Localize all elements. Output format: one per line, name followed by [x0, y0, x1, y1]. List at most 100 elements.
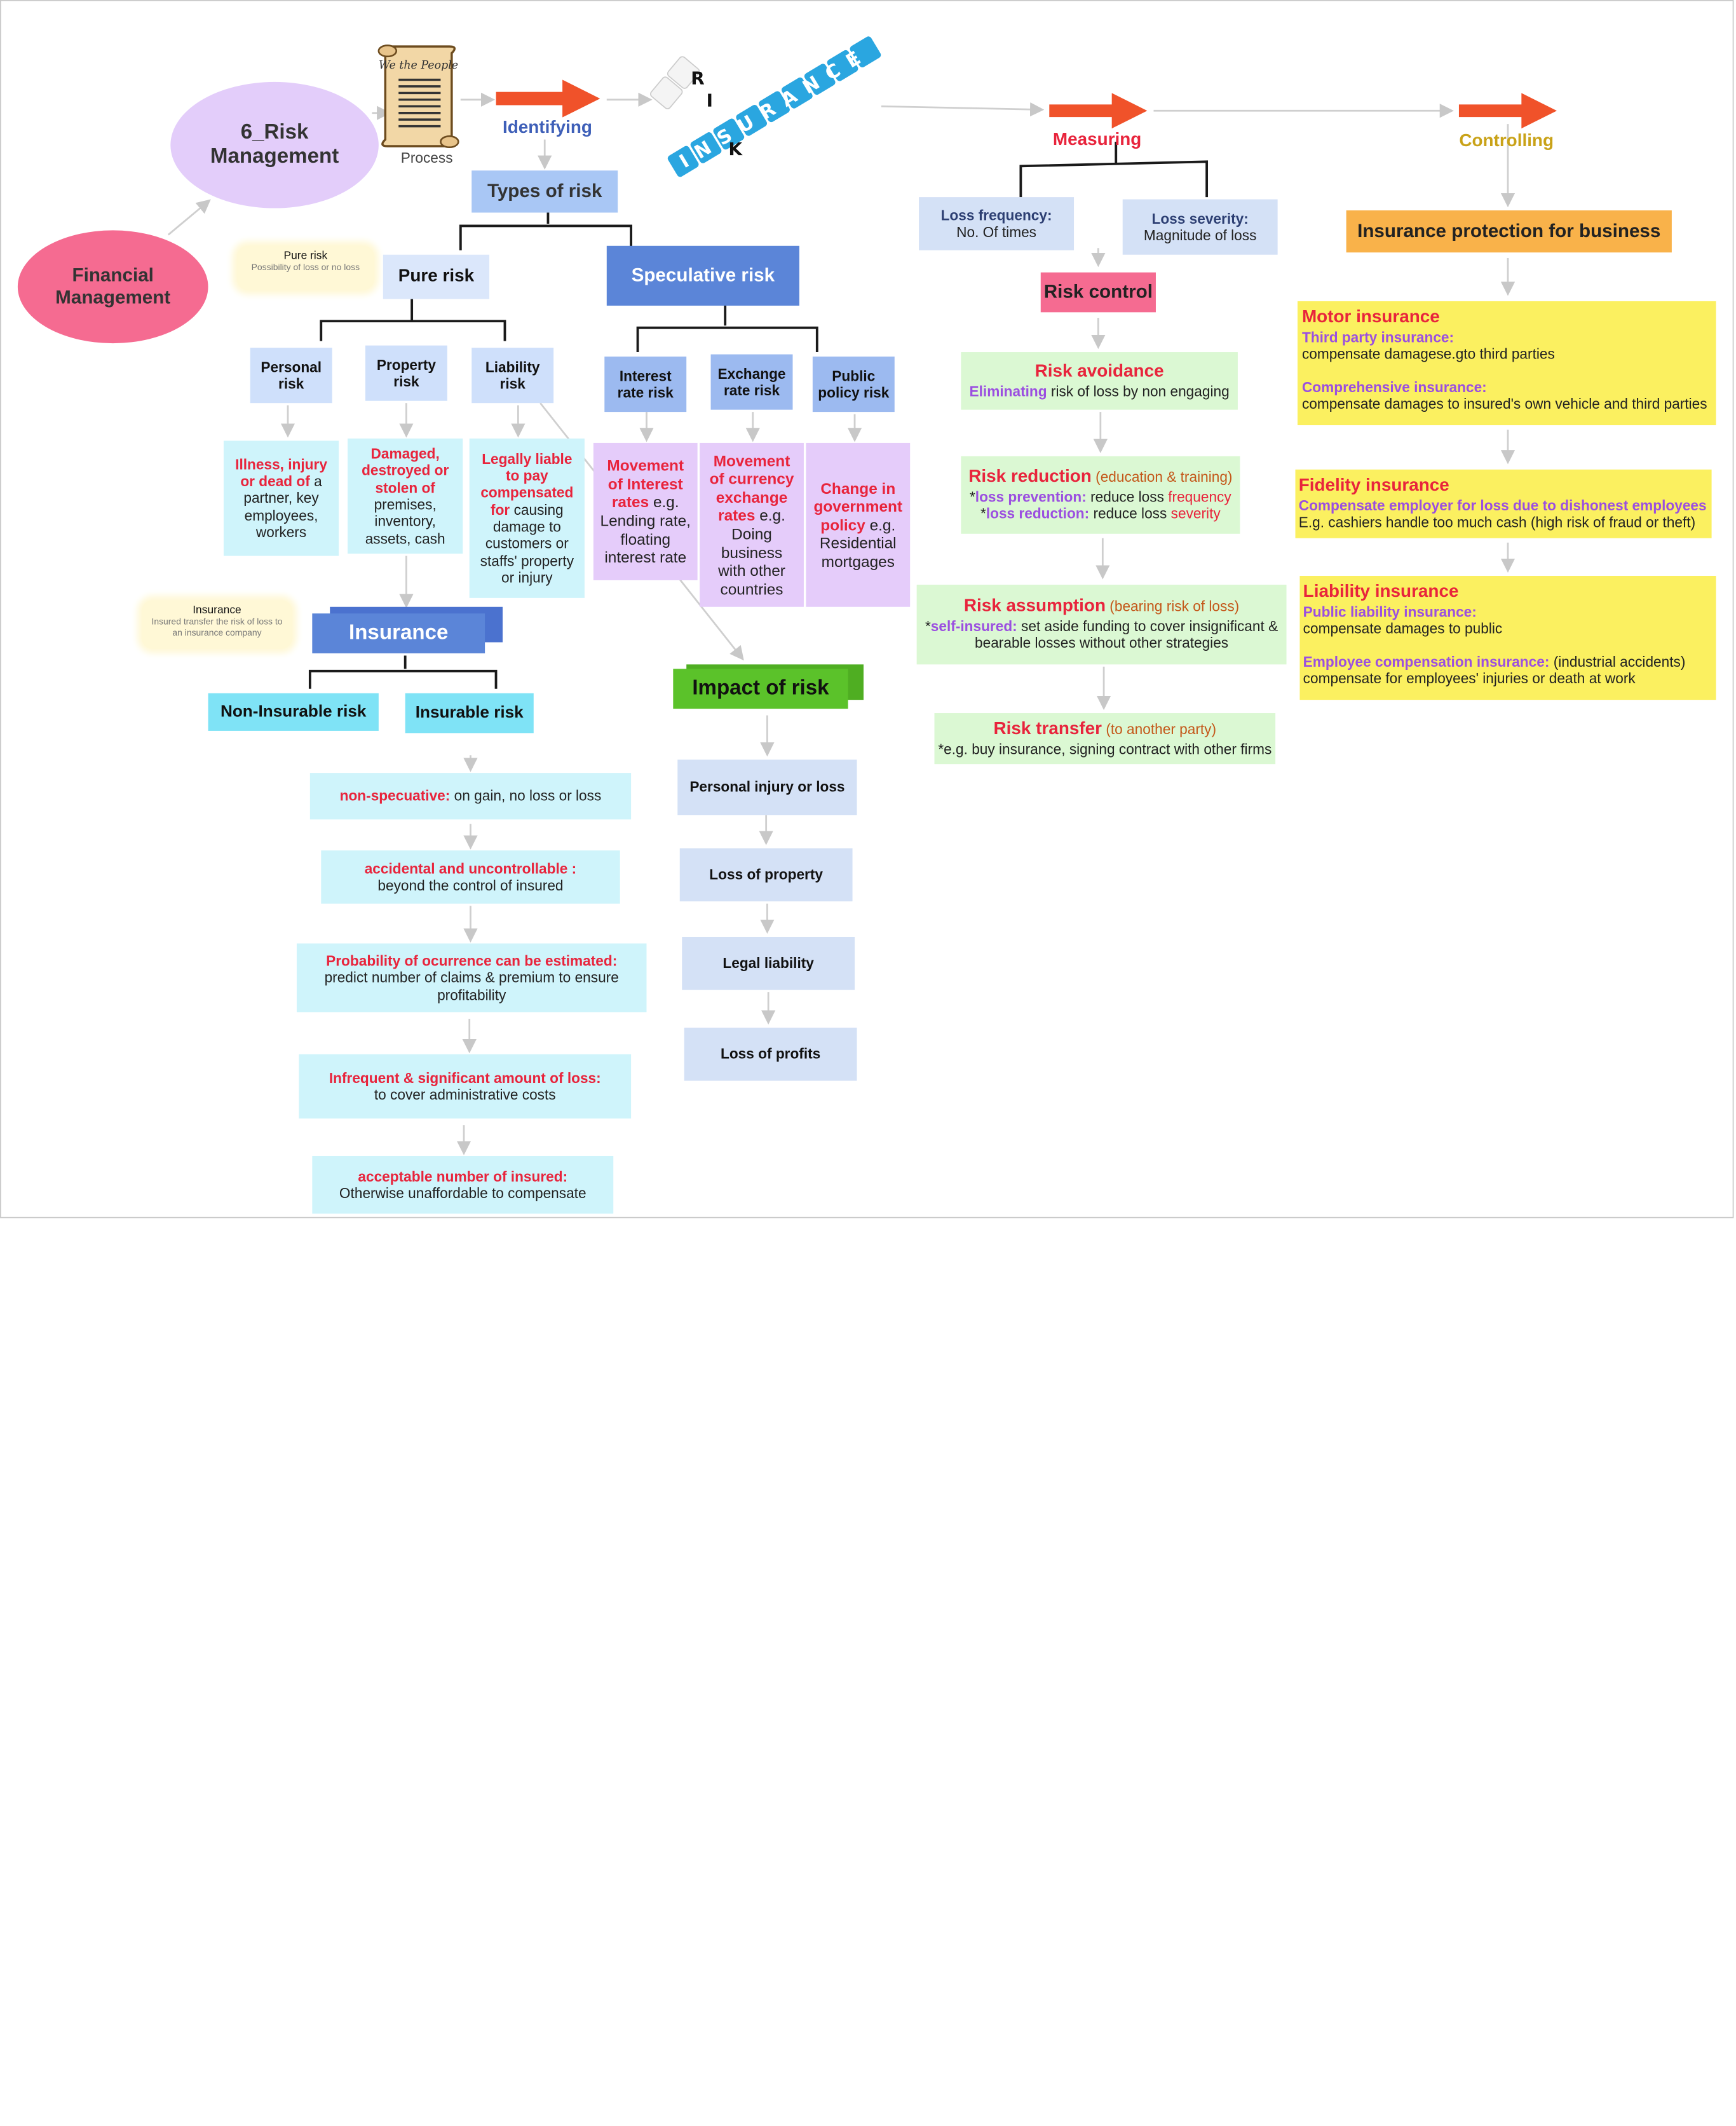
motor-insurance-node[interactable]: Motor insurance Third party insurance: c…	[1297, 301, 1716, 426]
insurance-protection-header[interactable]: Insurance protection for business	[1346, 210, 1672, 253]
risk-transfer-node[interactable]: Risk transfer (to another party) *e.g. b…	[934, 713, 1276, 765]
loss-reduction-star: *	[980, 505, 986, 522]
controlling-arrow-icon	[1458, 93, 1557, 129]
risk-management-node[interactable]: 6_Risk Management	[170, 81, 379, 208]
criteria-acceptable-number: acceptable number of insured: Otherwise …	[312, 1155, 614, 1214]
speculative-risk-label: Speculative risk	[631, 264, 775, 286]
pure-risk-label: Pure risk	[398, 266, 475, 285]
public-policy-risk-node[interactable]: Public policy risk	[812, 357, 895, 412]
impact-4-label: Loss of profits	[720, 1046, 821, 1063]
liability-risk-desc-bold: Legally liable to pay compensated for	[480, 450, 574, 518]
public-policy-desc-text: e.g. Residential mortgages	[819, 515, 897, 570]
employee-compensation-text: compensate for employees' injuries or de…	[1303, 669, 1636, 686]
financial-management-label: Financial Management	[55, 264, 171, 308]
controlling-label[interactable]: Controlling	[1459, 132, 1554, 151]
impact-legal-liability[interactable]: Legal liability	[682, 936, 855, 990]
risk-avoidance-title: Risk avoidance	[1034, 362, 1164, 381]
scroll-document-icon: We the People	[377, 44, 459, 149]
impact-loss-of-profits[interactable]: Loss of profits	[684, 1027, 857, 1081]
insurance-note-desc: Insured transfer the risk of loss to an …	[151, 617, 283, 638]
criteria-4-bold: Infrequent & significant amount of loss:	[329, 1069, 601, 1086]
interest-rate-desc-text: e.g. Lending rate, floating interest rat…	[600, 493, 691, 566]
risk-transfer-title: Risk transfer	[993, 719, 1102, 739]
loss-frequency-desc: No. Of times	[956, 223, 1037, 241]
risk-avoidance-node[interactable]: Risk avoidance Eliminating risk of loss …	[961, 352, 1238, 410]
identifying-label[interactable]: Identifying	[503, 118, 592, 138]
insurance-risk-cubes-image: INSURANCE R I K	[650, 36, 881, 177]
criteria-1-bold: non-specuative:	[339, 787, 451, 805]
fidelity-insurance-title: Fidelity insurance	[1298, 476, 1449, 496]
insurance-label: Insurance	[349, 621, 449, 644]
property-risk-desc: Damaged, destroyed or stolen of premises…	[348, 438, 463, 554]
svg-text:We the People: We the People	[379, 59, 458, 72]
loss-severity-title: Loss severity:	[1151, 210, 1249, 227]
criteria-5-text: Otherwise unaffordable to compensate	[339, 1185, 587, 1202]
liability-insurance-node[interactable]: Liability insurance Public liability ins…	[1299, 575, 1716, 700]
criteria-accidental: accidental and uncontrollable : beyond t…	[321, 850, 620, 904]
exchange-rate-risk-desc: Movement of currency exchange rates e.g.…	[700, 442, 804, 607]
process-label: Process	[400, 149, 453, 167]
risk-transfer-paren: (to another party)	[1106, 721, 1217, 738]
criteria-probability: Probability of ocurrence can be estimate…	[296, 943, 647, 1012]
loss-prevention-star: *	[969, 488, 975, 505]
personal-risk-desc: Illness, injury or dead of a partner, ke…	[223, 440, 339, 556]
interest-rate-risk-node[interactable]: Interest rate risk	[604, 357, 687, 412]
risk-reduction-paren: (education & training)	[1095, 468, 1233, 486]
criteria-4-text: to cover administrative costs	[374, 1086, 556, 1103]
svg-text:R: R	[691, 67, 704, 88]
pure-risk-note-desc: Possibility of loss or no loss	[251, 262, 360, 273]
motor-insurance-title: Motor insurance	[1301, 308, 1440, 327]
risk-assumption-node[interactable]: Risk assumption (bearing risk of loss) *…	[916, 584, 1287, 665]
criteria-non-speculative: non-specuative: on gain, no loss or loss	[309, 773, 632, 820]
impact-2-label: Loss of property	[709, 866, 824, 883]
fidelity-insurance-node[interactable]: Fidelity insurance Compensate employer f…	[1295, 469, 1712, 538]
fidelity-insurance-sub: Compensate employer for loss due to dish…	[1298, 497, 1707, 514]
employee-compensation-paren: (industrial accidents)	[1553, 653, 1686, 670]
svg-text:INSURANCE: INSURANCE	[675, 41, 873, 172]
insurance-node[interactable]: Insurance	[312, 613, 485, 653]
loss-severity-node[interactable]: Loss severity: Magnitude of loss	[1122, 199, 1278, 255]
measuring-arrow-icon	[1049, 93, 1148, 129]
risk-avoidance-lead: Eliminating	[969, 383, 1047, 400]
loss-frequency-node[interactable]: Loss frequency: No. Of times	[919, 197, 1075, 250]
personal-risk-node[interactable]: Personal risk	[250, 348, 332, 404]
personal-risk-label: Personal risk	[261, 358, 322, 392]
criteria-2-text: beyond the control of insured	[377, 876, 564, 894]
property-risk-label: Property risk	[376, 356, 437, 390]
impact-personal-injury[interactable]: Personal injury or loss	[677, 760, 857, 815]
speculative-risk-node[interactable]: Speculative risk	[606, 245, 799, 306]
impact-of-risk-node[interactable]: Impact of risk	[673, 669, 848, 709]
exchange-rate-risk-label: Exchange rate risk	[717, 365, 786, 399]
criteria-3-bold: Probability of ocurrence can be estimate…	[326, 952, 618, 969]
comprehensive-insurance-text: compensate damages to insured's own vehi…	[1301, 395, 1707, 412]
public-liability-title: Public liability insurance:	[1303, 603, 1477, 620]
criteria-3-text: predict number of claims & premium to en…	[324, 969, 619, 1003]
types-of-risk-node[interactable]: Types of risk	[471, 170, 618, 213]
self-insured-lead: self-insured:	[930, 618, 1017, 635]
loss-prevention-tail: frequency	[1168, 488, 1231, 505]
risk-control-node[interactable]: Risk control	[1040, 272, 1156, 313]
pure-risk-node[interactable]: Pure risk	[383, 254, 490, 299]
non-insurable-risk-node[interactable]: Non-Insurable risk	[208, 693, 379, 731]
liability-insurance-title: Liability insurance	[1303, 582, 1459, 602]
impact-loss-of-property[interactable]: Loss of property	[679, 848, 853, 902]
insurance-note: Insurance Insured transfer the risk of l…	[142, 600, 292, 649]
insurable-risk-node[interactable]: Insurable risk	[405, 693, 534, 733]
risk-reduction-node[interactable]: Risk reduction (education & training) *l…	[961, 456, 1240, 534]
risk-avoidance-text: risk of loss by non engaging	[1050, 383, 1230, 400]
liability-risk-node[interactable]: Liability risk	[471, 348, 554, 404]
measuring-label[interactable]: Measuring	[1052, 130, 1142, 150]
comprehensive-insurance-title: Comprehensive insurance:	[1301, 378, 1487, 395]
criteria-infrequent: Infrequent & significant amount of loss:…	[299, 1054, 632, 1119]
types-of-risk-label: Types of risk	[487, 180, 602, 202]
exchange-rate-risk-node[interactable]: Exchange rate risk	[710, 354, 793, 410]
interest-rate-risk-desc: Movement of Interest rates e.g. Lending …	[593, 442, 698, 580]
impact-of-risk-label: Impact of risk	[692, 676, 829, 700]
svg-text:K: K	[728, 139, 743, 160]
public-policy-desc-bold: Change in government policy	[813, 479, 903, 534]
financial-management-node[interactable]: Financial Management	[17, 230, 208, 344]
insurable-risk-label: Insurable risk	[415, 703, 524, 723]
liability-risk-desc: Legally liable to pay compensated for ca…	[469, 438, 585, 598]
loss-reduction-text: reduce loss	[1093, 505, 1167, 522]
property-risk-node[interactable]: Property risk	[365, 345, 447, 401]
